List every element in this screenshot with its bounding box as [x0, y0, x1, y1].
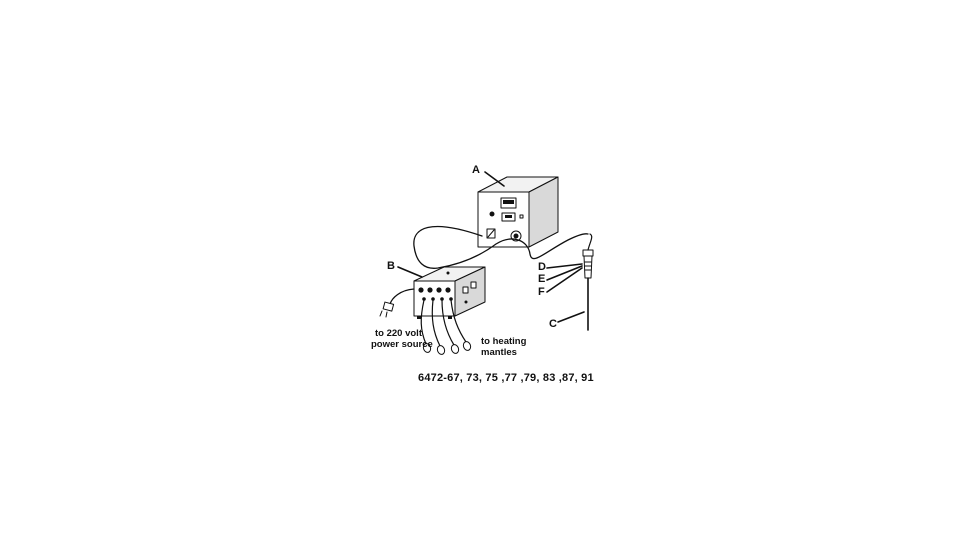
label-e: E — [538, 273, 546, 285]
heating-note-line-1: to heating — [481, 336, 527, 347]
controller-lamp — [489, 211, 495, 217]
power-note-line-2: power source — [371, 339, 433, 350]
controller-box-a — [477, 176, 559, 248]
distribution-sockets — [418, 287, 453, 301]
leader-lines — [397, 171, 585, 323]
heating-mantles-note: to heating mantles — [481, 336, 526, 358]
power-source-note: to 220 volt power source — [371, 328, 433, 350]
thermocouple-probe — [582, 233, 594, 331]
label-f: F — [538, 286, 545, 298]
label-b: B — [387, 260, 395, 272]
label-a: A — [472, 164, 480, 176]
power-cord — [379, 288, 415, 318]
power-note-line-1: to 220 volt — [375, 328, 422, 339]
leader-e — [546, 265, 583, 281]
leader-b — [397, 266, 423, 278]
leader-a — [484, 171, 505, 187]
distribution-box-b — [413, 266, 486, 319]
controller-indicator — [519, 214, 524, 219]
leader-d — [546, 263, 583, 269]
label-d: D — [538, 261, 546, 273]
label-c: C — [549, 318, 557, 330]
model-numbers-caption: 6472-67, 73, 75 ,77 ,79, 83 ,87, 91 — [418, 372, 594, 384]
controller-cable — [413, 225, 589, 269]
leader-c — [557, 311, 585, 323]
heating-note-line-2: mantles — [481, 347, 517, 358]
mantle-cables — [420, 299, 472, 355]
leader-f — [546, 267, 583, 293]
